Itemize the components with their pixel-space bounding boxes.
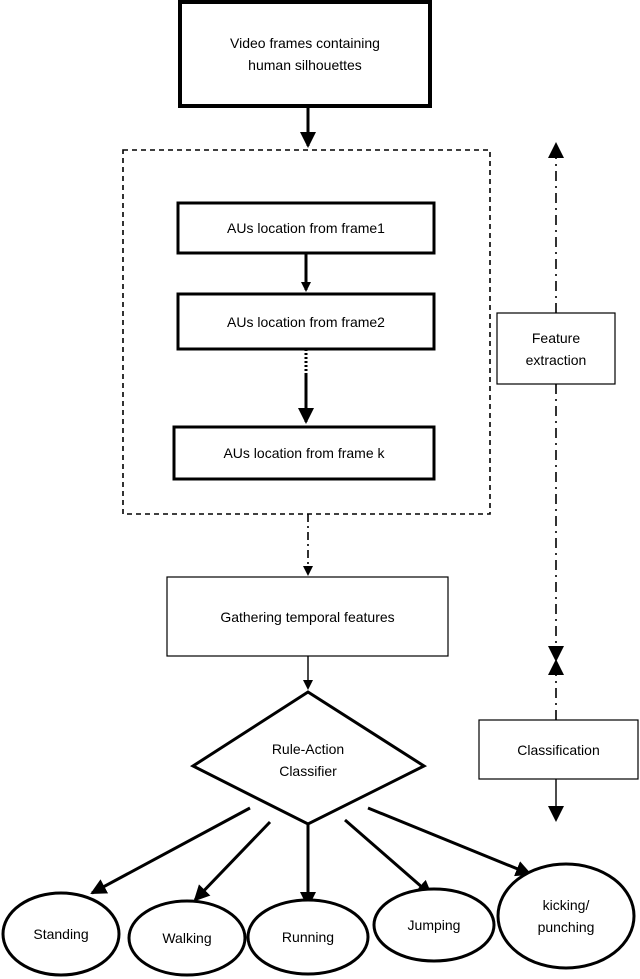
- arrow-to-jumping: [344, 818, 433, 897]
- standing-ellipse: [1, 891, 121, 977]
- frame2-box: [176, 292, 436, 351]
- classifier-label: Rule-Action Classifier: [228, 730, 388, 790]
- walking-ellipse: [127, 899, 247, 977]
- feature-extraction-line2: extraction: [525, 351, 587, 368]
- jumping-label: Jumping: [407, 917, 461, 933]
- walking-label: Walking: [162, 930, 212, 946]
- classifier-line2: Classifier: [279, 763, 337, 779]
- kicking-line1: kicking/: [542, 897, 590, 913]
- standing-label: Standing: [33, 926, 89, 942]
- classification-box: [478, 719, 639, 780]
- input-box-line1: Video frames containing: [230, 35, 380, 51]
- feature-extraction-label: Feature extraction: [497, 313, 615, 384]
- feature-extraction-box: [496, 312, 616, 385]
- frame1-box: [176, 201, 436, 255]
- frame1-label: AUs location from frame1: [227, 220, 385, 236]
- gathering-label: Gathering temporal features: [220, 608, 395, 625]
- input-box-line2: human silhouettes: [248, 57, 362, 73]
- frame-k-box: [172, 425, 436, 481]
- arrow-to-walking: [193, 820, 272, 902]
- kicking-ellipse: [496, 862, 636, 970]
- classification-label: Classification: [517, 741, 600, 758]
- kicking-line2: punching: [537, 919, 595, 935]
- feature-extraction-line1: Feature: [531, 329, 581, 346]
- running-label: Running: [281, 929, 335, 945]
- kicking-label: kicking/ punching: [498, 890, 634, 942]
- jumping-ellipse: [372, 887, 496, 963]
- frame-k-label: AUs location from frame k: [223, 445, 385, 461]
- input-box: [178, 0, 432, 108]
- classifier-line1: Rule-Action: [271, 741, 345, 757]
- arrow-to-standing: [90, 806, 251, 895]
- input-box-label: Video frames containing human silhouette…: [180, 2, 430, 106]
- arrow-to-kicking: [367, 806, 532, 877]
- feature-extraction-region: [122, 149, 491, 515]
- running-ellipse: [246, 898, 370, 976]
- frame2-label: AUs location from frame2: [227, 313, 385, 330]
- gathering-box: [166, 576, 449, 657]
